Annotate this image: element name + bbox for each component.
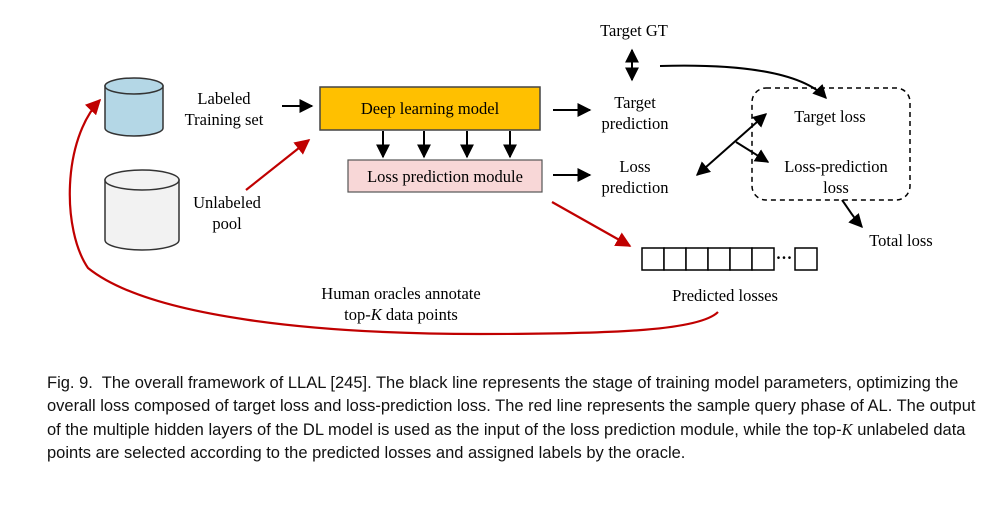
labeled-set-label: Labeled Training set xyxy=(184,89,264,129)
predicted-losses-label: Predicted losses xyxy=(672,286,778,305)
llal-framework-diagram: Labeled Training set Unlabeled pool Deep… xyxy=(68,21,933,336)
target-gt-label: Target GT xyxy=(600,21,668,40)
target-prediction-label: Target prediction xyxy=(601,93,669,133)
loss-prediction-label: Loss prediction xyxy=(601,157,669,197)
unlabeled-pool-cylinder xyxy=(104,169,180,251)
total-loss-label: Total loss xyxy=(869,231,933,250)
unlabeled-pool-label: Unlabeled pool xyxy=(193,193,261,233)
query-arrows xyxy=(68,98,719,336)
caption-text-part-2: unlabeled data points are selected accor… xyxy=(47,421,966,462)
loss-prediction-loss-label: Loss-prediction loss xyxy=(784,157,888,197)
diagram-graphics xyxy=(68,48,911,336)
ellipsis-dots: ··· xyxy=(775,248,793,267)
figure-caption: Fig. 9. The overall framework of LLAL [2… xyxy=(47,372,977,465)
target-loss-label: Target loss xyxy=(794,107,866,126)
loss-module-label: Loss prediction module xyxy=(367,167,523,186)
hidden-layer-arrows xyxy=(376,131,517,159)
deep-model-label: Deep learning model xyxy=(360,99,500,118)
labeled-set-cylinder xyxy=(104,77,164,137)
deep-model-box xyxy=(319,86,541,131)
caption-text-part-1: The overall framework of LLAL [245]. The… xyxy=(47,374,976,439)
total-loss-dashed-box xyxy=(751,87,911,201)
human-oracles-label: Human oracles annotate top-K data points xyxy=(321,284,481,324)
caption-k-symbol: K xyxy=(841,420,853,439)
figure-number: Fig. 9. xyxy=(47,374,93,392)
predicted-losses-array xyxy=(641,247,818,271)
loss-module-box xyxy=(347,159,543,193)
